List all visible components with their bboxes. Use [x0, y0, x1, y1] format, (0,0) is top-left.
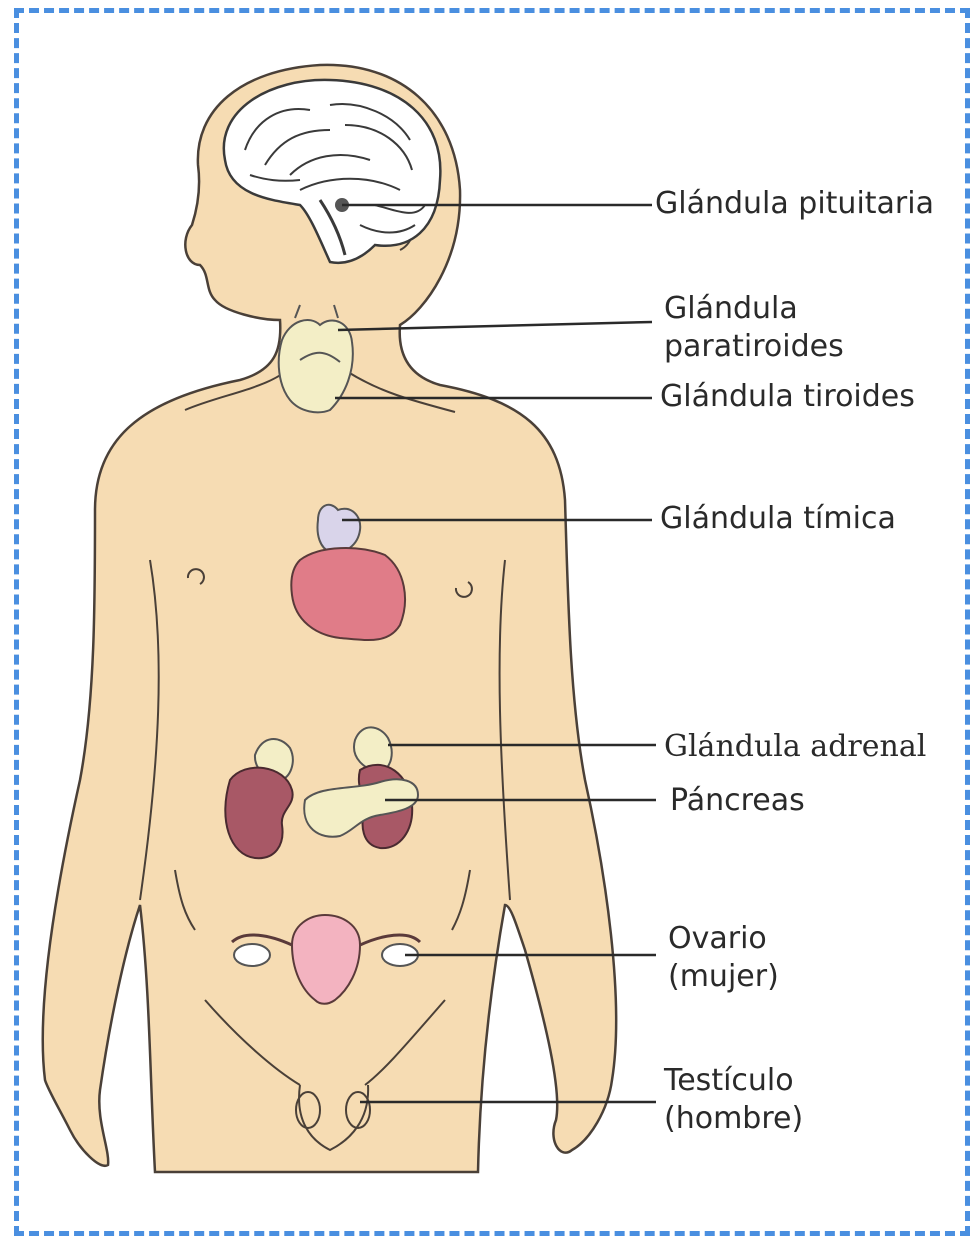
heart	[291, 548, 405, 640]
label-ovary-line1: Ovario	[668, 920, 767, 958]
label-adrenal: Glándula adrenal	[664, 728, 926, 766]
label-pituitary: Glándula pituitaria	[655, 185, 934, 223]
thymus-gland	[318, 505, 361, 553]
label-testicle-line1: Testículo	[664, 1062, 794, 1100]
label-pancreas: Páncreas	[670, 782, 805, 820]
label-parathyroid-line1: Glándula	[664, 290, 798, 328]
left-ovary	[234, 944, 270, 966]
label-thyroid: Glándula tiroides	[660, 378, 915, 416]
label-ovary-line2: (mujer)	[668, 958, 779, 996]
label-parathyroid-line2: paratiroides	[664, 328, 844, 366]
label-thymus: Glándula tímica	[660, 500, 896, 538]
label-testicle-line2: (hombre)	[664, 1100, 803, 1138]
